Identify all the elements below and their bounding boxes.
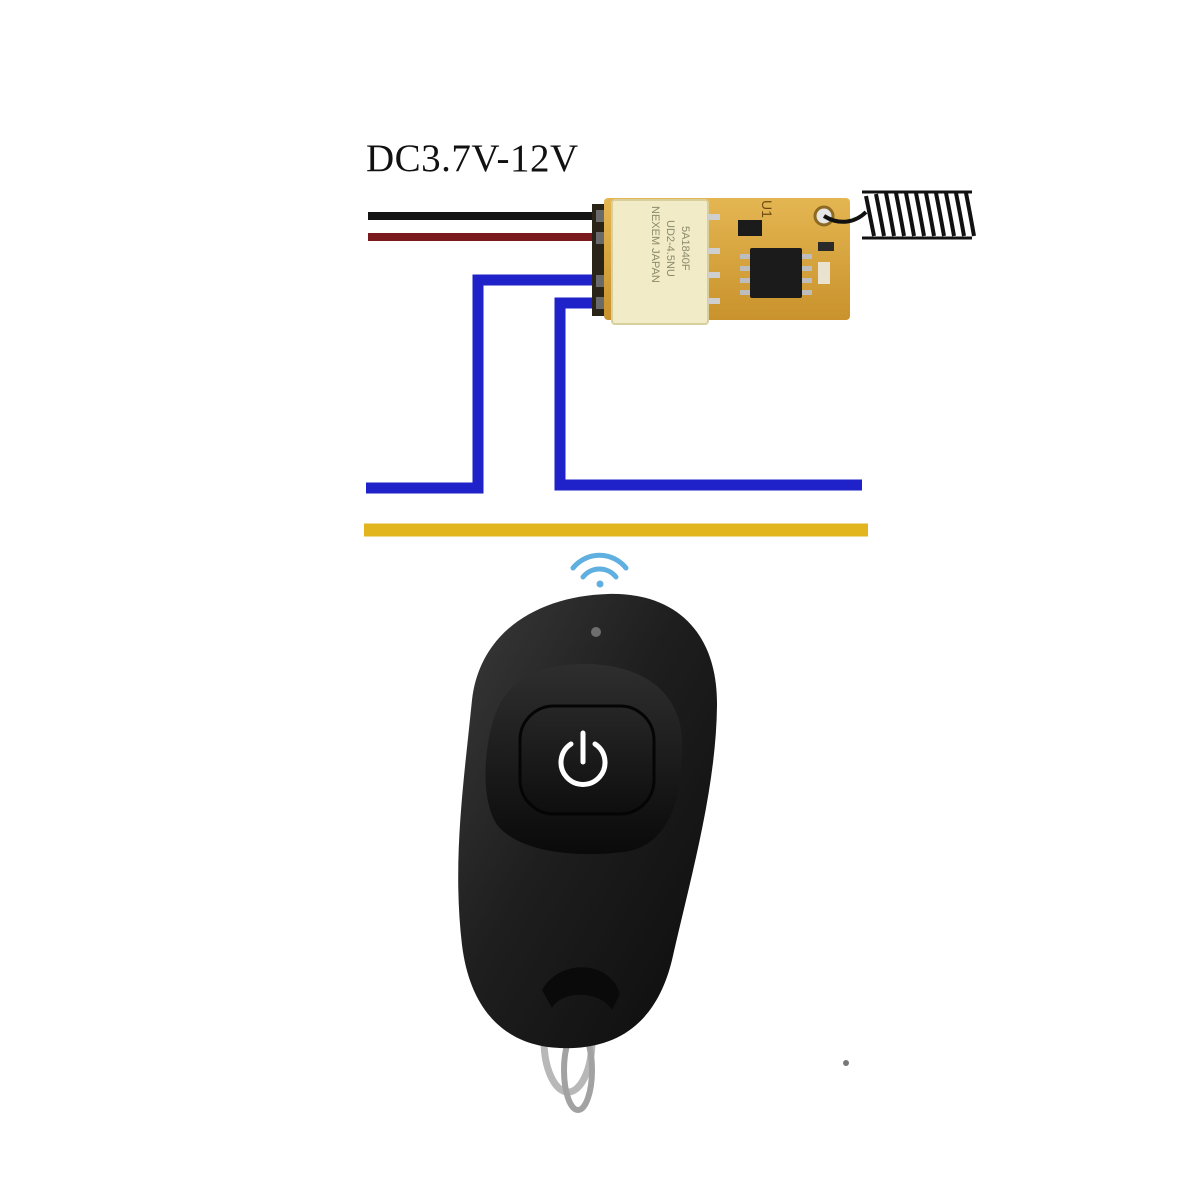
ic-chip — [750, 248, 802, 298]
led-indicator-icon — [591, 627, 601, 637]
relay-marking: UD2-4.5NU — [664, 220, 676, 277]
power-button[interactable] — [518, 704, 656, 816]
transistor — [738, 220, 762, 236]
blue-wire-left — [366, 274, 598, 494]
stray-dot — [843, 1060, 849, 1066]
relay — [611, 199, 709, 325]
receiver-module: 5A1840F UD2-4.5NU NEXEM JAPAN U1 — [592, 198, 850, 325]
blue-wire-right — [554, 297, 862, 491]
wifi-signal-icon — [570, 552, 629, 588]
remote-control — [458, 593, 718, 1113]
board-marking: U1 — [759, 200, 775, 218]
power-icon — [558, 730, 608, 787]
relay-marking: 5A1840F — [679, 226, 691, 271]
relay-marking: NEXEM JAPAN — [649, 206, 661, 283]
voltage-label: DC3.7V-12V — [366, 137, 579, 180]
antenna-coil — [822, 190, 976, 240]
